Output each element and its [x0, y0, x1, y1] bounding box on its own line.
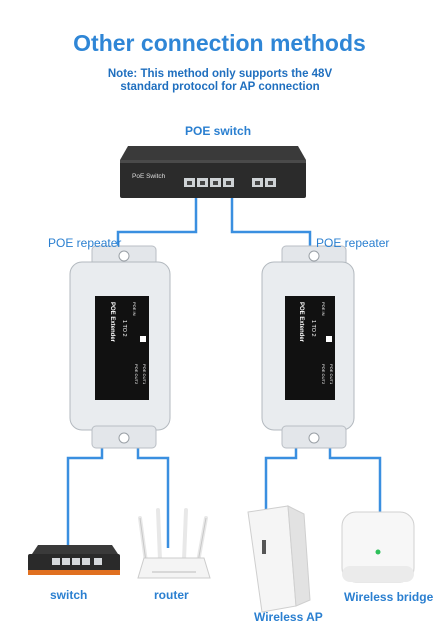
note-line-2: standard protocol for AP connection — [120, 81, 320, 93]
extender-out2-right: POE OUT2 — [321, 364, 326, 385]
extender-title-right: POE Extender — [298, 302, 304, 343]
extender-ratio-right: 1 TO 2 — [310, 320, 316, 337]
poe-extender-left: POE Extender 1 TO 2 POE IN POE OUT1 POE … — [69, 245, 171, 449]
extender-ratio-left: 1 TO 2 — [121, 320, 127, 337]
extender-in-left: POE IN — [132, 302, 137, 316]
label-poe-switch: POE switch — [185, 124, 252, 138]
router-device — [137, 508, 211, 579]
page-title: Other connection methods — [73, 30, 366, 56]
label-wireless-ap: Wireless AP — [254, 610, 323, 624]
extender-out1-right: POE OUT1 — [329, 364, 334, 385]
router-antennas — [138, 508, 208, 564]
poe-switch-device: PoE Switch — [120, 146, 306, 198]
status-led-icon — [375, 549, 381, 555]
extender-out2-left: POE OUT2 — [134, 364, 139, 385]
wireless-bridge-device — [341, 511, 415, 583]
poe-extender-right: POE Extender 1 TO 2 POE IN POE OUT1 POE … — [261, 245, 355, 449]
label-poe-repeater-right: POE repeater — [316, 236, 390, 250]
cable-left-repeater-to-switch — [66, 436, 104, 548]
extender-title-left: POE Extender — [109, 302, 115, 343]
label-poe-repeater-left: POE repeater — [48, 236, 122, 250]
extender-out1-left: POE OUT1 — [142, 364, 147, 385]
label-switch: switch — [50, 588, 88, 602]
note-line-1: Note: This method only supports the 48V — [107, 68, 333, 80]
switch-device — [28, 545, 120, 575]
switch-brand-text: PoE Switch — [132, 173, 166, 180]
extender-in-right: POE IN — [321, 302, 326, 316]
protocol-note: Note: This method only supports the 48V … — [60, 68, 380, 94]
label-router: router — [154, 588, 189, 602]
wireless-ap-device — [247, 505, 311, 613]
label-wireless-bridge: Wireless bridge — [344, 590, 434, 604]
